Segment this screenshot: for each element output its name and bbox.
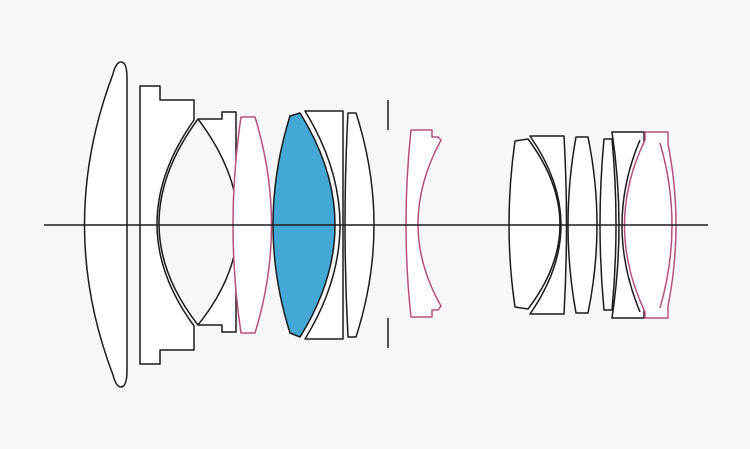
lens-element-2	[139, 85, 195, 365]
lens-element-9	[508, 138, 561, 310]
lens-element-8	[405, 129, 442, 318]
lens-element-6	[304, 110, 344, 340]
lens-element-10	[529, 135, 568, 315]
lens-element-3	[197, 111, 239, 333]
lens-element-3-front-surface	[158, 118, 199, 326]
